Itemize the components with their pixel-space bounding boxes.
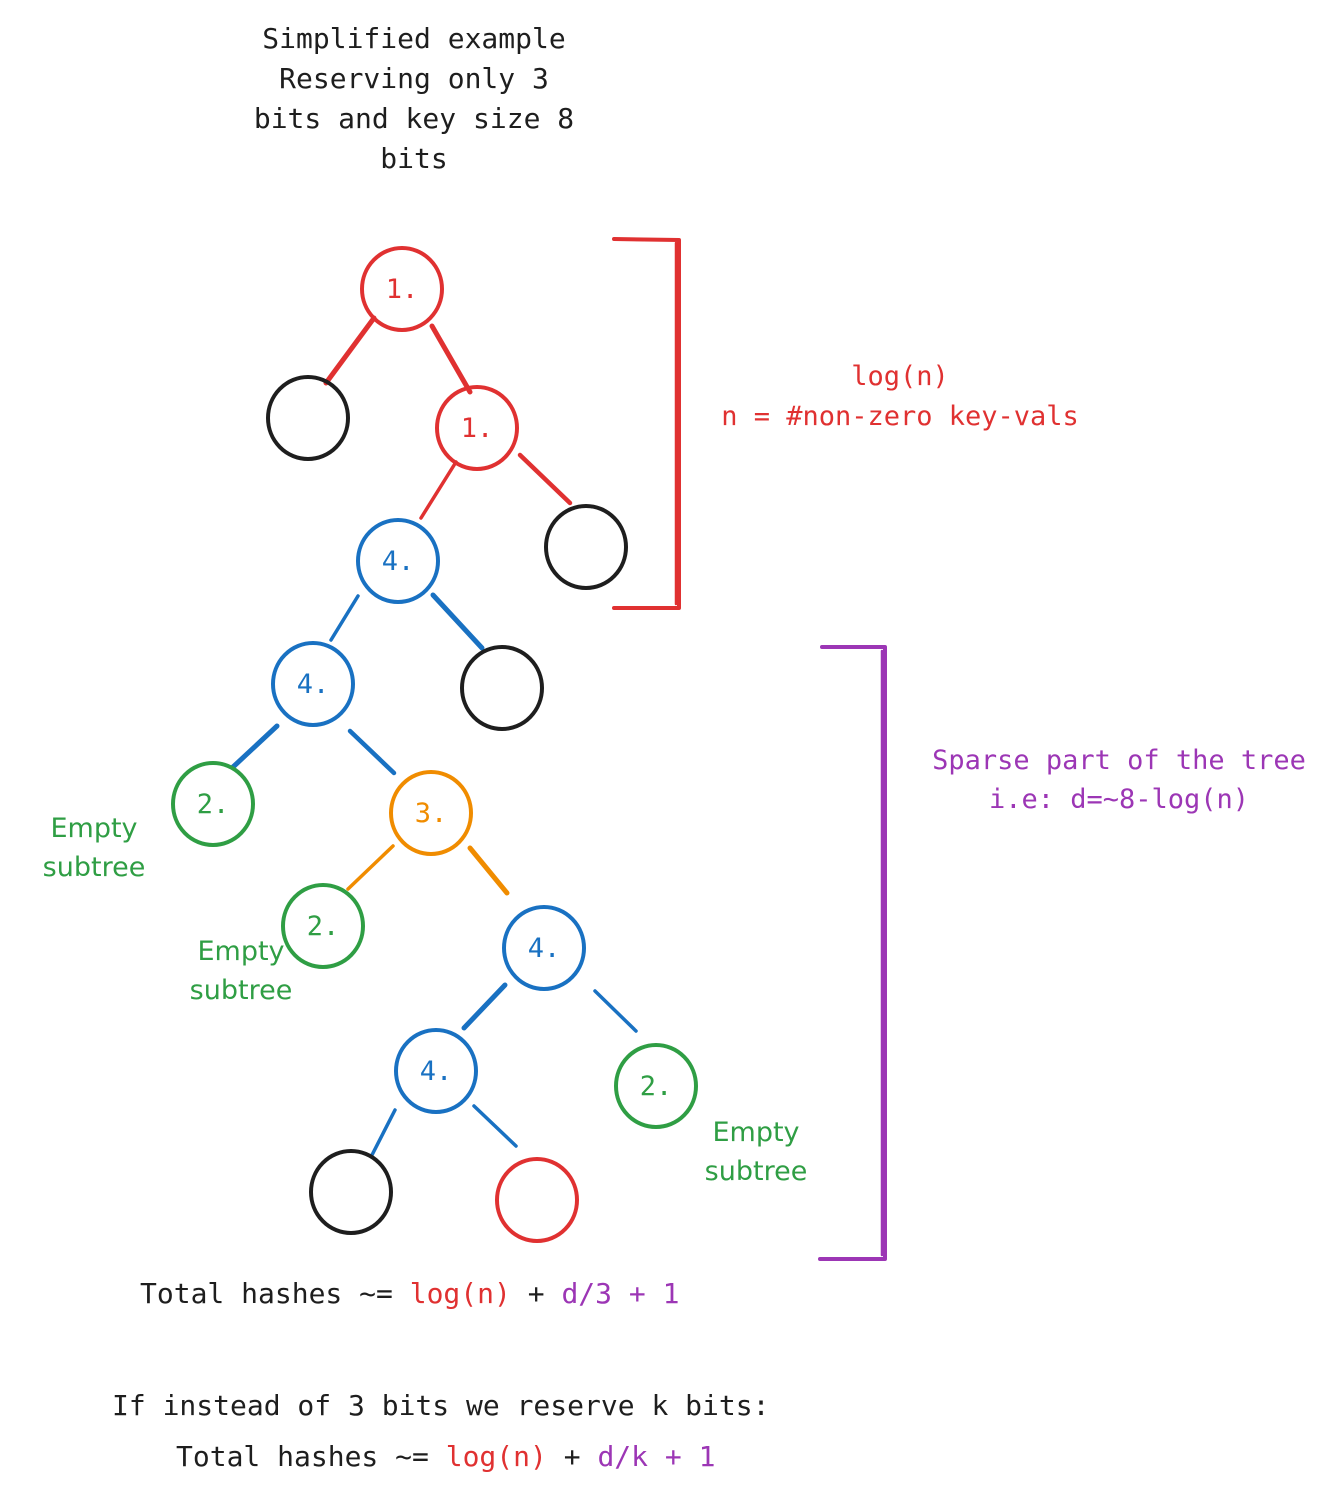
edge-bluec-right bbox=[593, 989, 638, 1033]
edge-root-left bbox=[323, 315, 377, 386]
edge-blued-left bbox=[370, 1108, 397, 1157]
node-root: 1. bbox=[360, 246, 444, 332]
node-right-child: 1. bbox=[435, 385, 519, 471]
node-leaf-black-4 bbox=[309, 1149, 393, 1235]
edge-bluea-left bbox=[329, 594, 360, 642]
formula-plus: + bbox=[547, 1440, 598, 1473]
formula-prefix: Total hashes ~= bbox=[140, 1277, 410, 1310]
empty-subtree-label-1: Empty subtree bbox=[43, 813, 146, 883]
leaf-circle bbox=[266, 375, 350, 461]
edge-blued-right bbox=[472, 1104, 518, 1148]
formula-prefix: Total hashes ~= bbox=[176, 1440, 446, 1473]
edge-right-right bbox=[517, 452, 573, 506]
leaf-circle bbox=[495, 1157, 579, 1243]
node-circle bbox=[614, 1043, 698, 1129]
node-label: 4. bbox=[420, 1056, 453, 1087]
empty-label-line-1: Empty bbox=[712, 1117, 799, 1148]
node-circle bbox=[356, 518, 440, 604]
formula-plus: + bbox=[511, 1277, 562, 1310]
formula-log-part: log(n) bbox=[446, 1440, 547, 1473]
title-line-4: bits bbox=[380, 142, 447, 175]
edge-bluea-right bbox=[430, 592, 485, 651]
node-orange: 3. bbox=[389, 770, 473, 856]
node-circle bbox=[281, 883, 365, 969]
node-blue-a: 4. bbox=[356, 518, 440, 604]
sparse-annotation: Sparse part of the tree i.e: d=~8-log(n) bbox=[932, 745, 1306, 815]
node-blue-c: 4. bbox=[502, 905, 586, 991]
dense-bracket bbox=[612, 237, 681, 610]
node-label: 2. bbox=[640, 1071, 673, 1102]
node-green-right: 2. bbox=[614, 1043, 698, 1129]
formula-d-part: d/3 + 1 bbox=[561, 1277, 679, 1310]
node-circle bbox=[502, 905, 586, 991]
diagram-title: Simplified example Reserving only 3 bits… bbox=[254, 22, 574, 175]
edge-root-right bbox=[429, 323, 473, 395]
node-circle bbox=[360, 246, 444, 332]
empty-label-line-2: subtree bbox=[705, 1156, 808, 1187]
node-leaf-black-3 bbox=[460, 645, 544, 731]
formula-total-hashes-k: Total hashes ~= log(n) + d/k + 1 bbox=[176, 1440, 715, 1473]
node-blue-d: 4. bbox=[394, 1028, 478, 1114]
title-line-2: Reserving only 3 bbox=[279, 62, 549, 95]
empty-subtree-label-2: Empty subtree bbox=[190, 936, 293, 1006]
empty-subtree-label-3: Empty subtree bbox=[705, 1117, 808, 1187]
node-circle bbox=[171, 761, 255, 847]
edge-bluec-left bbox=[461, 982, 508, 1031]
title-line-1: Simplified example bbox=[262, 22, 565, 55]
formula-intro: If instead of 3 bits we reserve k bits: bbox=[112, 1389, 769, 1422]
edge-orange-left bbox=[346, 844, 395, 891]
empty-label-line-1: Empty bbox=[197, 936, 284, 967]
node-green-mid: 2. bbox=[281, 883, 365, 969]
edge-right-left bbox=[419, 460, 458, 520]
node-leaf-black-1 bbox=[266, 375, 350, 461]
leaf-circle bbox=[544, 504, 628, 590]
leaf-circle bbox=[309, 1149, 393, 1235]
formula-log-part: log(n) bbox=[410, 1277, 511, 1310]
node-leaf-red bbox=[495, 1157, 579, 1243]
node-label: 1. bbox=[461, 413, 494, 444]
empty-label-line-1: Empty bbox=[50, 813, 137, 844]
dense-label-1: log(n) bbox=[851, 361, 949, 392]
node-label: 2. bbox=[197, 789, 230, 820]
node-label: 4. bbox=[382, 546, 415, 577]
node-circle bbox=[271, 641, 355, 727]
node-label: 1. bbox=[386, 274, 419, 305]
formula-d-part: d/k + 1 bbox=[597, 1440, 715, 1473]
node-green-left: 2. bbox=[171, 761, 255, 847]
edge-orange-right bbox=[467, 845, 510, 896]
node-circle bbox=[394, 1028, 478, 1114]
dense-label-2: n = #non-zero key-vals bbox=[721, 401, 1079, 432]
sparse-label-1: Sparse part of the tree bbox=[932, 745, 1306, 776]
tree-nodes: 1. 1. 4. 4. 2. 3. bbox=[171, 246, 698, 1243]
node-label: 4. bbox=[297, 669, 330, 700]
tree-edges bbox=[230, 315, 638, 1157]
node-circle bbox=[435, 385, 519, 471]
title-line-3: bits and key size 8 bbox=[254, 102, 574, 135]
sparse-label-2: i.e: d=~8-log(n) bbox=[989, 784, 1249, 815]
node-circle bbox=[389, 770, 473, 856]
formula-total-hashes-3: Total hashes ~= log(n) + d/3 + 1 bbox=[140, 1277, 679, 1310]
node-leaf-black-2 bbox=[544, 504, 628, 590]
node-label: 4. bbox=[528, 933, 561, 964]
empty-label-line-2: subtree bbox=[43, 852, 146, 883]
node-label: 3. bbox=[415, 798, 448, 829]
dense-annotation: log(n) n = #non-zero key-vals bbox=[721, 361, 1079, 432]
node-blue-b: 4. bbox=[271, 641, 355, 727]
leaf-circle bbox=[460, 645, 544, 731]
edge-blueb-left bbox=[230, 723, 280, 770]
edge-blueb-right bbox=[347, 728, 397, 776]
sparse-bracket bbox=[818, 645, 887, 1261]
empty-label-line-2: subtree bbox=[190, 975, 293, 1006]
node-label: 2. bbox=[307, 911, 340, 942]
